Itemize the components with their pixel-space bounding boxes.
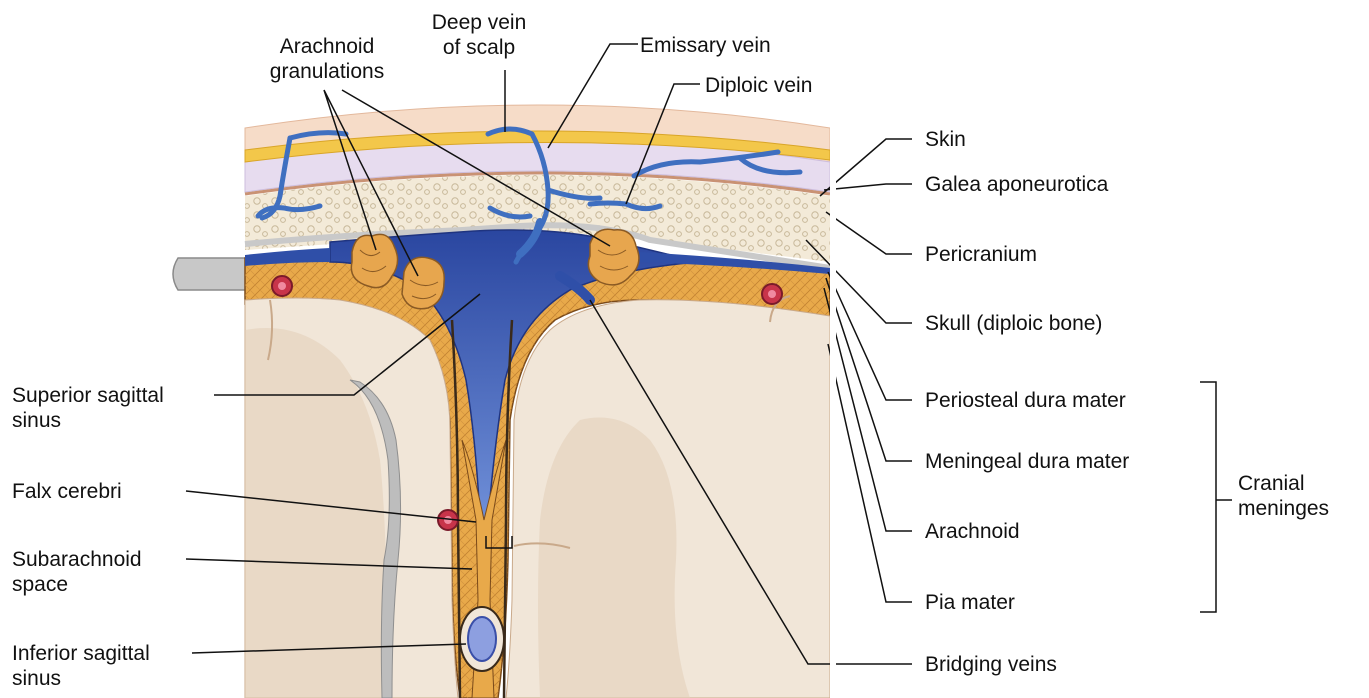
- label-meningeal-dura: Meningeal dura mater: [925, 449, 1129, 474]
- label-bridging-veins: Bridging veins: [925, 652, 1057, 677]
- label-pericranium: Pericranium: [925, 242, 1037, 267]
- label-skull: Skull (diploic bone): [925, 311, 1102, 336]
- label-deep-vein: Deep vein of scalp: [414, 10, 544, 60]
- label-subarachnoid-line1: Subarachnoid: [12, 547, 142, 572]
- label-galea: Galea aponeurotica: [925, 172, 1108, 197]
- label-arachnoid: Arachnoid: [925, 519, 1020, 544]
- label-sss-line2: sinus: [12, 408, 164, 433]
- leader-periosteal: [828, 272, 912, 400]
- leader-arachnoid: [824, 288, 912, 531]
- artery-left: [272, 276, 292, 296]
- leader-galea: [824, 184, 912, 190]
- retracted-skull-flap: [173, 258, 246, 290]
- label-subarachnoid-space: Subarachnoid space: [12, 547, 142, 597]
- right-crop-edge: [830, 110, 836, 698]
- label-cranial-line2: meninges: [1238, 496, 1329, 521]
- label-pia: Pia mater: [925, 590, 1015, 615]
- label-arachnoid-granulations-line2: granulations: [252, 59, 402, 84]
- label-subarachnoid-line2: space: [12, 572, 142, 597]
- label-skin: Skin: [925, 127, 966, 152]
- label-iss-line1: Inferior sagittal: [12, 641, 150, 666]
- label-emissary-vein: Emissary vein: [640, 33, 771, 58]
- label-arachnoid-granulations: Arachnoid granulations: [252, 34, 402, 84]
- label-falx-cerebri: Falx cerebri: [12, 479, 122, 504]
- label-deep-vein-line1: Deep vein: [414, 10, 544, 35]
- arachnoid-granulation-1: [351, 234, 397, 287]
- cranial-meninges-bracket: [1200, 382, 1232, 612]
- artery-right: [762, 284, 782, 304]
- label-sss-line1: Superior sagittal: [12, 383, 164, 408]
- label-cranial-meninges: Cranial meninges: [1238, 471, 1329, 521]
- inferior-sagittal-sinus-lumen: [468, 617, 496, 661]
- label-inferior-sagittal-sinus: Inferior sagittal sinus: [12, 641, 150, 691]
- leader-pia: [828, 344, 912, 602]
- leader-pericranium: [826, 212, 912, 254]
- label-superior-sagittal-sinus: Superior sagittal sinus: [12, 383, 164, 433]
- arachnoid-granulation-2: [402, 257, 444, 308]
- label-diploic-vein: Diploic vein: [705, 73, 812, 98]
- label-periosteal-dura: Periosteal dura mater: [925, 388, 1126, 413]
- label-iss-line2: sinus: [12, 666, 150, 691]
- label-arachnoid-granulations-line1: Arachnoid: [252, 34, 402, 59]
- label-cranial-line1: Cranial: [1238, 471, 1329, 496]
- label-deep-vein-line2: of scalp: [414, 35, 544, 60]
